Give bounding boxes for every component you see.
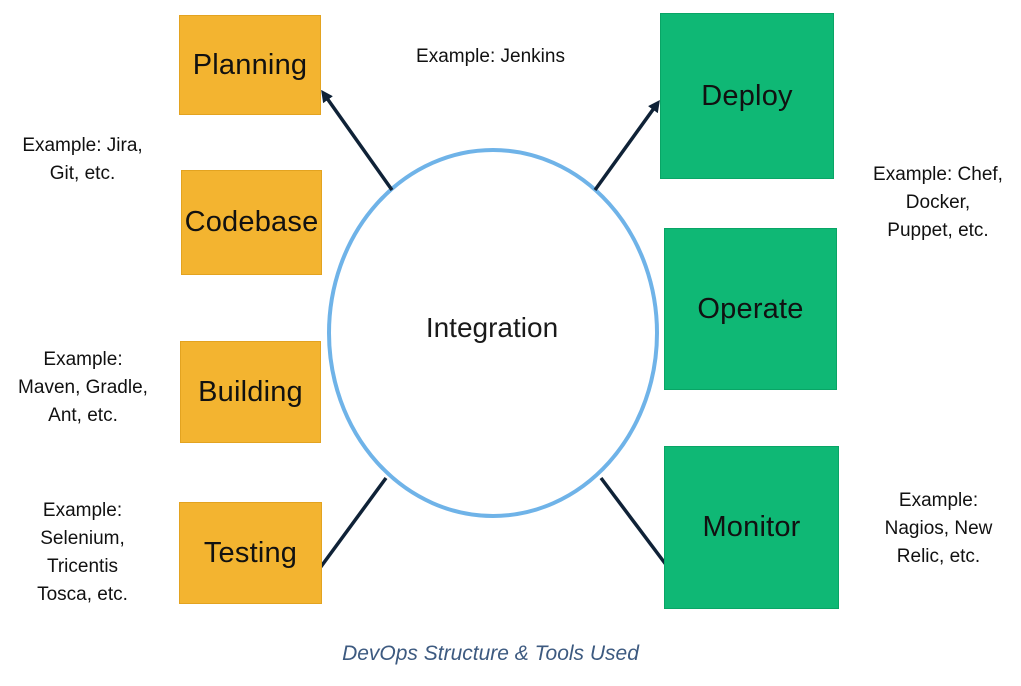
stage-codebase-label: Codebase [184, 206, 319, 238]
connector-to-monitor [599, 476, 669, 568]
integration-label: Integration [425, 312, 559, 343]
stage-deploy-label: Deploy [701, 79, 793, 112]
stage-deploy-box: Deploy [660, 13, 834, 179]
stage-codebase-box: Codebase [181, 170, 322, 275]
example-jira-git: Example: Jira, Git, etc. [22, 135, 143, 184]
example-chef: Example: Chef, Docker, Puppet, etc. [873, 164, 1003, 241]
stage-planning-box: Planning [179, 15, 321, 115]
example-nagios: Example: Nagios, New Relic, etc. [884, 490, 993, 567]
example-maven: Example: Maven, Gradle, Ant, etc. [18, 349, 148, 426]
stage-planning-label: Planning [192, 48, 308, 81]
integration-circle [327, 148, 659, 518]
diagram-caption: DevOps Structure & Tools Used [342, 642, 639, 665]
stage-building-box: Building [180, 341, 321, 443]
stage-building-label: Building [198, 375, 303, 408]
example-selenium: Example: Selenium, Tricentis Tosca, etc. [37, 500, 128, 605]
arrow-to-planning [321, 89, 394, 192]
stage-operate-label: Operate [697, 292, 804, 325]
stage-testing-label: Testing [203, 536, 298, 569]
arrow-to-deploy [593, 99, 660, 192]
example-jenkins: Example: Jenkins [416, 46, 565, 67]
stage-monitor-box: Monitor [664, 446, 839, 609]
stage-operate-box: Operate [664, 228, 837, 390]
stage-monitor-label: Monitor [702, 511, 801, 543]
connector-to-testing [318, 476, 388, 570]
stage-testing-box: Testing [179, 502, 322, 604]
